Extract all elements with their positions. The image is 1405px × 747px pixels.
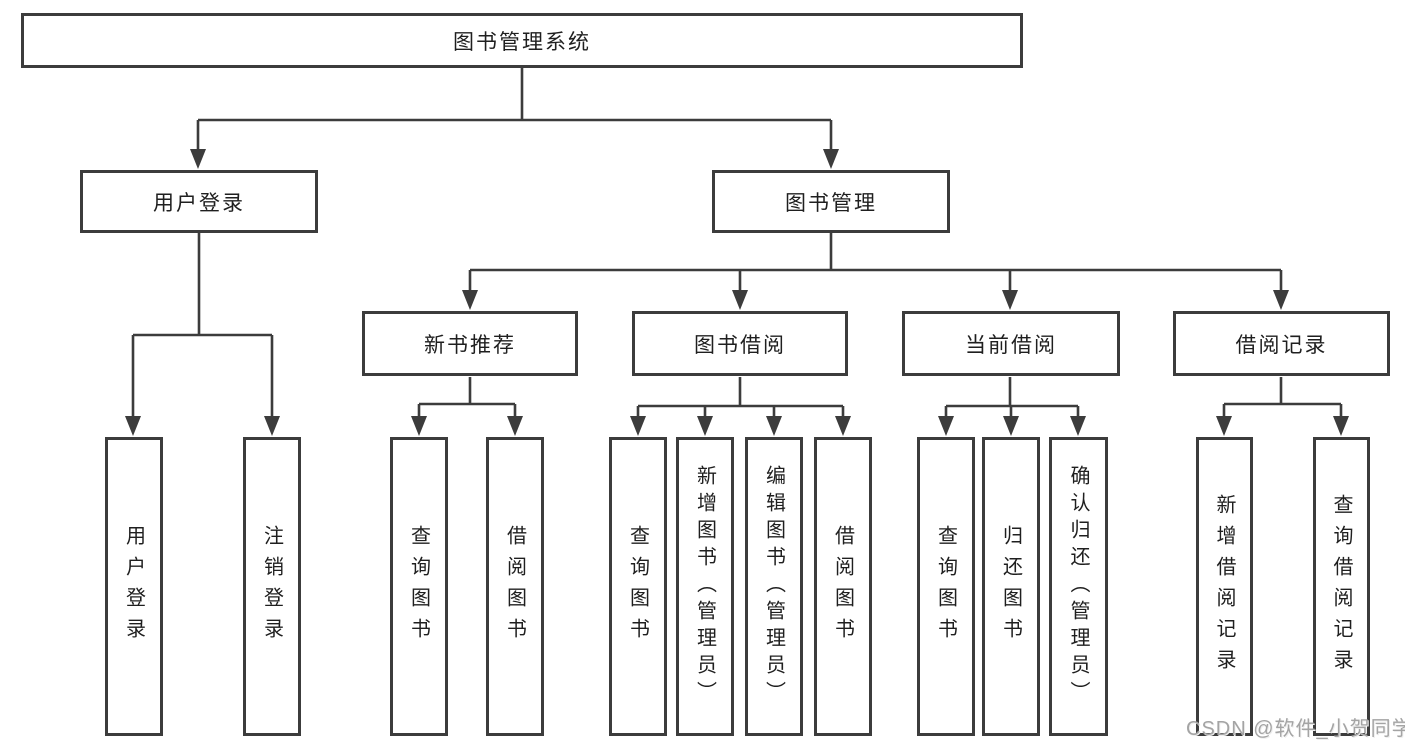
node-label: 查询图书	[407, 524, 430, 649]
node-cb-query-books: 查询图书	[917, 437, 975, 736]
node-br-add-borrow-record: 新增借阅记录	[1196, 437, 1253, 736]
node-label: 查询图书	[626, 524, 649, 649]
connector-current-borrow-branch	[944, 377, 1080, 418]
connector-user-login-branch	[131, 233, 274, 418]
arrowheads	[125, 149, 1349, 436]
node-label: 借阅图书	[831, 524, 854, 649]
node-new-book-recommendation: 新书推荐	[362, 311, 578, 376]
node-label: 用户登录	[122, 524, 145, 649]
node-label: 用户登录	[153, 191, 245, 215]
arrowhead-icon	[1070, 416, 1086, 436]
arrowhead-icon	[190, 149, 206, 169]
arrowhead-icon	[411, 416, 427, 436]
csdn-watermark: CSDN @软件_小贺同学	[1186, 718, 1405, 740]
node-label: 查询图书	[934, 524, 957, 649]
node-label: 注销登录	[260, 524, 283, 649]
arrowhead-icon	[125, 416, 141, 436]
node-nb-query-books: 查询图书	[390, 437, 448, 736]
node-label: 新增图书（管理员）	[693, 465, 716, 708]
arrowhead-icon	[507, 416, 523, 436]
node-bb-edit-books-admin: 编辑图书（管理员）	[745, 437, 803, 736]
connector-book-borrow-branch	[636, 377, 845, 418]
node-bb-borrow-books: 借阅图书	[814, 437, 872, 736]
node-book-management: 图书管理	[712, 170, 950, 233]
node-label: 图书借阅	[694, 333, 786, 357]
arrowhead-icon	[835, 416, 851, 436]
node-borrowing-records: 借阅记录	[1173, 311, 1390, 376]
node-user-login-branch: 用户登录	[80, 170, 318, 233]
arrowhead-icon	[1216, 416, 1232, 436]
node-label: 编辑图书（管理员）	[762, 465, 785, 708]
arrowhead-icon	[630, 416, 646, 436]
node-current-borrowing: 当前借阅	[902, 311, 1120, 376]
node-label: 新增借阅记录	[1213, 493, 1235, 680]
arrowhead-icon	[264, 416, 280, 436]
arrowhead-icon	[766, 416, 782, 436]
node-label: 借阅记录	[1235, 333, 1328, 357]
arrowhead-icon	[823, 149, 839, 169]
connector-borrow-records-branch	[1222, 377, 1343, 418]
node-cb-confirm-return-admin: 确认归还（管理员）	[1049, 437, 1108, 736]
node-cb-return-books: 归还图书	[982, 437, 1040, 736]
node-label: 图书管理系统	[453, 30, 591, 54]
connector-root-to-level2	[196, 68, 833, 152]
node-label: 当前借阅	[965, 333, 1057, 357]
node-label: 确认归还（管理员）	[1067, 465, 1089, 708]
node-logout-login: 注销登录	[243, 437, 301, 736]
arrowhead-icon	[732, 290, 748, 310]
node-label: 图书管理	[785, 191, 877, 215]
node-nb-borrow-books: 借阅图书	[486, 437, 544, 736]
arrowhead-icon	[1333, 416, 1349, 436]
node-user-login: 用户登录	[105, 437, 163, 736]
node-label: 归还图书	[999, 524, 1022, 649]
arrowhead-icon	[462, 290, 478, 310]
node-book-borrowing: 图书借阅	[632, 311, 848, 376]
arrowhead-icon	[1002, 290, 1018, 310]
node-label: 新书推荐	[424, 333, 516, 357]
connector-new-book-branch	[417, 377, 517, 418]
node-bb-add-books-admin: 新增图书（管理员）	[676, 437, 734, 736]
arrowhead-icon	[1003, 416, 1019, 436]
connector-book-management-branch	[468, 233, 1283, 293]
arrowhead-icon	[938, 416, 954, 436]
node-bb-query-books: 查询图书	[609, 437, 667, 736]
node-library-management-system: 图书管理系统	[21, 13, 1023, 68]
arrowhead-icon	[697, 416, 713, 436]
arrowhead-icon	[1273, 290, 1289, 310]
node-label: 查询借阅记录	[1330, 493, 1352, 680]
node-label: 借阅图书	[503, 524, 526, 649]
node-br-query-borrow-record: 查询借阅记录	[1313, 437, 1370, 736]
